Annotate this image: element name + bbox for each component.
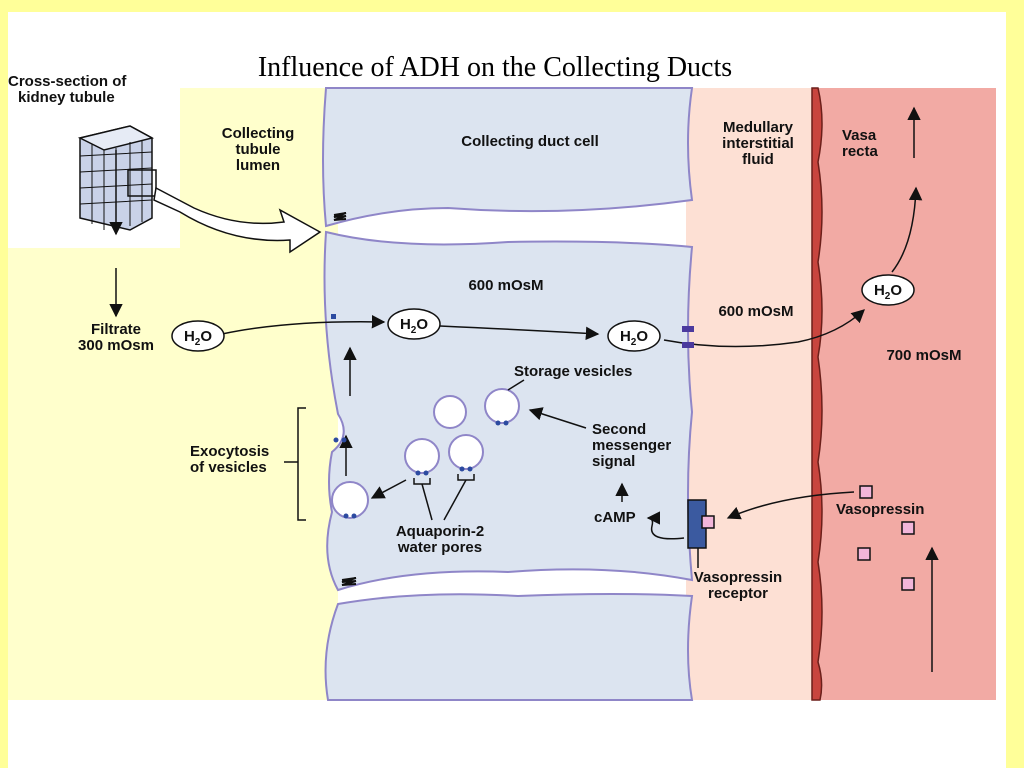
lumen-label-line3: lumen	[236, 157, 280, 174]
collecting-duct-cell-bottom	[324, 593, 694, 701]
aquaporin-label-line1: Aquaporin-2	[396, 523, 484, 540]
basolateral-pore-top	[682, 326, 694, 332]
cell-osmolarity: 600 mOsM	[468, 277, 543, 294]
tubule-cross-section-icon	[77, 125, 157, 236]
vesicle-move-arrow	[370, 479, 407, 499]
zoom-arrow	[153, 186, 322, 254]
aquaporin-label-line2: water pores	[397, 539, 482, 556]
water-arrow-3	[663, 309, 865, 348]
receptor-label-line2: receptor	[708, 585, 768, 602]
slide-title: Influence of ADH on the Collecting Ducts	[257, 52, 733, 83]
receptor-camp-arrow	[646, 511, 685, 540]
water-molecule-lumen: H2O	[171, 320, 225, 352]
tight-junction-bottom	[341, 577, 357, 586]
vasa-label-line2: recta	[842, 143, 879, 160]
water-molecule-basolateral: H2O	[607, 320, 661, 352]
svg-text:H2O: H2O	[620, 328, 648, 348]
lumen-label-line1: Collecting	[222, 125, 295, 142]
vasa-osmolarity: 700 mOsM	[886, 347, 961, 364]
vasopressin-molecule-3	[857, 547, 871, 561]
basolateral-pore-bottom	[682, 342, 694, 348]
second-messenger-arrow	[528, 407, 587, 429]
vasa-recta-region	[812, 88, 996, 700]
fusing-vesicle-pore-1	[333, 437, 339, 443]
vesicle-4	[448, 434, 484, 472]
aquaporin-pointer-1	[421, 483, 433, 521]
svg-text:H2O: H2O	[400, 316, 428, 336]
receptor-label-line1: Vasopressin	[694, 569, 782, 586]
medullary-label-line1: Medullary	[723, 119, 794, 136]
storage-vesicles-label: Storage vesicles	[514, 363, 632, 380]
adh-diagram: Cross-section of kidney tubule Collectin…	[8, 72, 996, 701]
cell-label: Collecting duct cell	[461, 133, 599, 150]
receptor-bound-vasopressin	[701, 515, 715, 529]
inset-title-line2: kidney tubule	[18, 89, 115, 106]
svg-text:H2O: H2O	[874, 282, 902, 302]
second-messenger-line3: signal	[592, 453, 635, 470]
vasopressin-molecule-1	[859, 485, 873, 499]
fusing-vesicle-pore-2	[341, 437, 347, 443]
second-messenger-line1: Second	[592, 421, 646, 438]
vasopressin-molecule-4	[901, 577, 915, 591]
interstitial-region	[686, 88, 812, 700]
storage-pointer	[507, 379, 525, 391]
medullary-label-line2: interstitial	[722, 135, 794, 152]
water-arrow-1	[221, 314, 386, 335]
vesicle-2	[484, 388, 520, 426]
vasopressin-label: Vasopressin	[836, 501, 924, 518]
apical-pore	[331, 314, 336, 319]
filtrate-label-line1: Filtrate	[91, 321, 141, 338]
vesicle-3	[404, 438, 440, 476]
water-arrow-4	[891, 186, 923, 273]
second-messenger-line2: messenger	[592, 437, 671, 454]
vasopressin-arrow	[726, 491, 855, 520]
interstitial-osmolarity: 600 mOsM	[718, 303, 793, 320]
medullary-label-line3: fluid	[742, 151, 774, 168]
vasopressin-molecule-2	[901, 521, 915, 535]
vesicle-exocytosis	[331, 481, 369, 519]
collecting-duct-cell-top	[322, 87, 694, 228]
lumen-label-line2: tubule	[236, 141, 281, 158]
water-molecule-vasa: H2O	[861, 274, 915, 306]
exocytosis-bracket	[297, 407, 306, 521]
vasa-label-line1: Vasa	[842, 127, 877, 144]
vesicle-1	[433, 395, 467, 429]
vessel-wall	[811, 87, 823, 701]
water-molecule-cell: H2O	[387, 308, 441, 340]
slide: Influence of ADH on the Collecting Ducts…	[8, 12, 1006, 768]
exocytosis-label-line2: of vesicles	[190, 459, 267, 476]
exocytosis-label-line1: Exocytosis	[190, 443, 269, 460]
water-arrow-2	[439, 325, 600, 341]
aquaporin-pointer-2	[443, 479, 467, 521]
filtrate-label-line2: 300 mOsm	[78, 337, 154, 354]
inset-title-line1: Cross-section of	[8, 73, 127, 90]
tight-junction-top	[333, 212, 347, 221]
camp-label: cAMP	[594, 509, 636, 526]
svg-text:H2O: H2O	[184, 328, 212, 348]
